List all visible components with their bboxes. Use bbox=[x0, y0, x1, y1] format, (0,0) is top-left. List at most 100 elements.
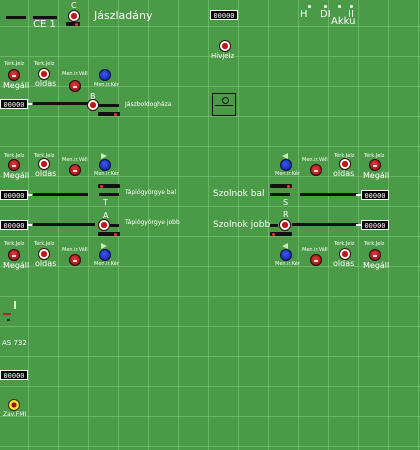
wb2-line-bal: Tápiógyörgye bal bbox=[125, 189, 176, 196]
wb1-menet-vall-label: Men.ir.Váll bbox=[62, 71, 88, 77]
top-signal-letter: C bbox=[71, 1, 77, 10]
eb-top-oldas-label: oldas bbox=[333, 169, 355, 178]
wb2-bot-arrow-icon bbox=[101, 243, 107, 249]
wb2-top-oldas-label: oldas bbox=[35, 169, 57, 178]
wb1-track-right bbox=[99, 104, 119, 107]
zavar-label: Zav.FMI bbox=[3, 411, 27, 418]
wb2-bal-signal-head bbox=[98, 184, 120, 188]
wb1-signal-led bbox=[114, 112, 117, 116]
wb2-jobb-track-left bbox=[33, 223, 95, 226]
wb1-track-white-left bbox=[28, 103, 32, 105]
eb-bot-megall-label: Megáll bbox=[363, 261, 390, 270]
wb1-signal-head bbox=[98, 112, 120, 116]
as-indicator-bar bbox=[14, 301, 16, 309]
wb1-menet-vall-button[interactable] bbox=[69, 80, 81, 92]
wb2-bot-oldas-label: oldas bbox=[35, 259, 57, 268]
wb1-oldas-button[interactable] bbox=[38, 68, 50, 80]
wb2-top-menet-vall-button[interactable] bbox=[69, 164, 81, 176]
eb-bal-signal-led bbox=[287, 184, 290, 188]
eb-line-bal: Szolnok bal bbox=[213, 189, 265, 199]
wb2-top-terk-jelz-2: Térk.Jelz bbox=[34, 153, 55, 159]
wb2-bot-megall-button[interactable] bbox=[8, 249, 20, 261]
eb-bot-oldas-label: oldas bbox=[333, 259, 355, 268]
eb-bot-oldas-button[interactable] bbox=[339, 248, 351, 260]
eb-bot-men-ir-ker-button[interactable] bbox=[280, 249, 292, 261]
wb1-letter: B bbox=[90, 92, 96, 101]
wb2-bot-terk-jelz-2: Térk.Jelz bbox=[34, 241, 55, 247]
wb2-letter-t: T bbox=[103, 198, 108, 207]
eb-bot-men-ir-ker-label: Men.ir.Kér bbox=[275, 261, 300, 267]
eb-top-arrow-icon bbox=[282, 153, 288, 159]
wb2-bot-menet-vall-button[interactable] bbox=[69, 254, 81, 266]
eb-top-terk-jelz: Térk.Jelz bbox=[334, 153, 355, 159]
eb-letter-r: R bbox=[283, 210, 289, 219]
top-track-left bbox=[6, 16, 26, 19]
wb1-terk-jelz-label-2: Térk.Jelz bbox=[34, 61, 55, 67]
eb-counter-jobb: 00000 bbox=[361, 220, 389, 230]
counter-bottom: 00000 bbox=[0, 370, 28, 380]
wb2-bot-men-ir-ker-button[interactable] bbox=[99, 249, 111, 261]
eb-bal-signal-head bbox=[270, 184, 292, 188]
eb-bot-menet-vall-label: Men.ir.Váll bbox=[302, 247, 328, 253]
as-indicator-red bbox=[3, 313, 11, 315]
wb2-top-arrow-icon bbox=[101, 153, 107, 159]
eb-counter-bal: 00000 bbox=[361, 190, 389, 200]
eb-bot-menet-vall-button[interactable] bbox=[310, 254, 322, 266]
wb1-men-ir-ker-button[interactable] bbox=[99, 69, 111, 81]
wb2-top-megall-button[interactable] bbox=[8, 159, 20, 171]
indicator-h-led bbox=[308, 5, 311, 8]
wb2-top-men-ir-ker-label: Men.ir.Kér bbox=[94, 171, 119, 177]
wb1-signal-button[interactable] bbox=[87, 99, 99, 111]
eb-top-megall-button[interactable] bbox=[369, 159, 381, 171]
wb2-bot-menet-vall-label: Men.ir.Váll bbox=[62, 247, 88, 253]
wb1-track-diagram-dot bbox=[222, 97, 229, 104]
wb2-line-jobb: Tápiógyörgye jobb bbox=[125, 219, 180, 226]
wb2-counter-bal: 00000 bbox=[0, 190, 28, 200]
top-track-mid bbox=[33, 16, 57, 19]
wb2-bot-terk-jelz: Térk.Jelz bbox=[4, 241, 25, 247]
wb1-megall-button[interactable] bbox=[8, 69, 20, 81]
wb1-megall-label: Megáll bbox=[3, 81, 30, 90]
hivjelzo-button[interactable] bbox=[219, 40, 231, 52]
eb-bal-track-white bbox=[356, 194, 361, 196]
eb-top-menet-vall-label: Men.ir.Váll bbox=[302, 157, 328, 163]
zavar-button[interactable] bbox=[8, 399, 20, 411]
wb1-track-left bbox=[33, 102, 88, 105]
indicator-ii: II bbox=[348, 9, 354, 20]
top-signal-led bbox=[75, 22, 78, 26]
wb2-bal-track-left bbox=[33, 193, 88, 196]
eb-jobb-signal-led bbox=[272, 232, 275, 236]
wb2-bot-megall-label: Megáll bbox=[3, 261, 30, 270]
wb2-jobb-signal-button[interactable] bbox=[98, 219, 110, 231]
eb-top-menet-vall-button[interactable] bbox=[310, 164, 322, 176]
wb1-track-diagram bbox=[212, 93, 236, 116]
eb-bot-megall-button[interactable] bbox=[369, 249, 381, 261]
wb1-track-diagram-line bbox=[215, 105, 233, 106]
eb-jobb-track-white bbox=[356, 224, 361, 226]
wb2-bal-track-white bbox=[28, 194, 32, 196]
as-label: AS 732 bbox=[2, 339, 27, 347]
eb-bot-terk-jelz-2: Térk.Jelz bbox=[364, 241, 385, 247]
eb-top-men-ir-ker-button[interactable] bbox=[280, 159, 292, 171]
eb-top-oldas-button[interactable] bbox=[339, 158, 351, 170]
wb2-bal-signal-led bbox=[100, 184, 103, 188]
wb2-bot-oldas-button[interactable] bbox=[38, 248, 50, 260]
eb-top-terk-jelz-2: Térk.Jelz bbox=[364, 153, 385, 159]
wb1-counter: 00000 bbox=[0, 99, 28, 109]
wb2-top-oldas-button[interactable] bbox=[38, 158, 50, 170]
wb2-jobb-signal-led bbox=[114, 232, 117, 236]
eb-jobb-signal-button[interactable] bbox=[279, 219, 291, 231]
eb-top-megall-label: Megáll bbox=[363, 171, 390, 180]
wb2-top-men-ir-ker-button[interactable] bbox=[99, 159, 111, 171]
wb2-bal-track-right bbox=[99, 193, 119, 196]
top-signal-button[interactable] bbox=[68, 10, 80, 22]
wb2-jobb-track-right bbox=[110, 224, 119, 227]
indicator-h: H bbox=[300, 9, 308, 20]
wb1-oldas-label: oldas bbox=[35, 79, 57, 88]
eb-bot-arrow-icon bbox=[282, 243, 288, 249]
indicator-akku-led bbox=[338, 5, 341, 8]
eb-letter-s: S bbox=[283, 198, 289, 207]
counter-top: 00000 bbox=[210, 10, 238, 20]
indicator-di-led bbox=[324, 5, 327, 8]
